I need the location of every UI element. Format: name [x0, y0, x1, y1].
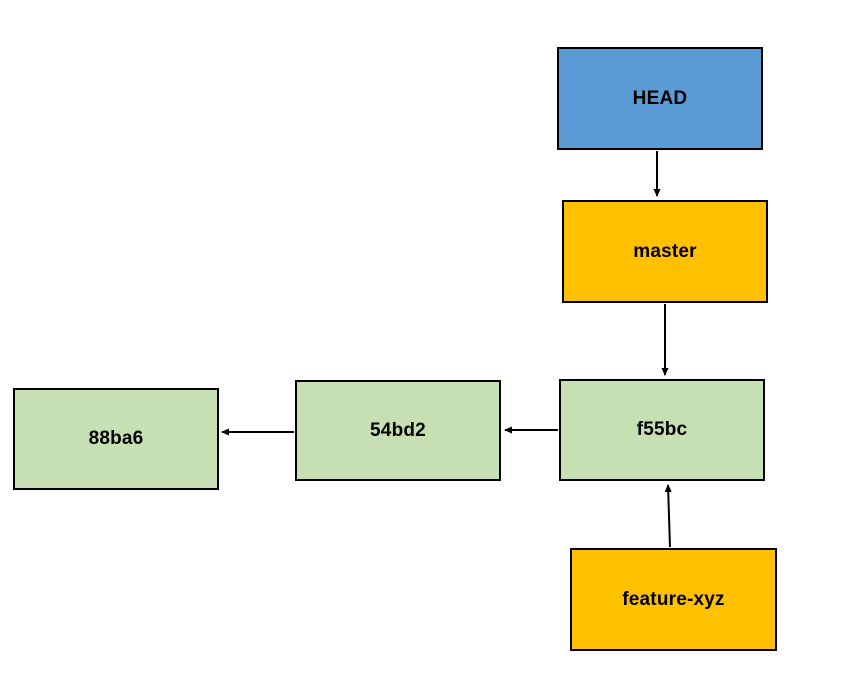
- node-label: HEAD: [632, 87, 688, 109]
- node-f55bc: f55bc: [559, 379, 765, 481]
- node-head: HEAD: [557, 47, 763, 150]
- node-label: master: [633, 240, 697, 262]
- node-label: 54bd2: [370, 419, 426, 441]
- node-label: f55bc: [636, 419, 688, 440]
- node-label: 88ba6: [88, 428, 144, 449]
- arrow-feature-xyz-to-f55bc: [664, 484, 672, 548]
- node-88ba6: 88ba6: [13, 388, 219, 490]
- node-54bd2: 54bd2: [295, 380, 501, 481]
- node-label: feature-xyz: [622, 588, 725, 610]
- node-feature-xyz: feature-xyz: [570, 548, 777, 651]
- node-master: master: [562, 200, 768, 303]
